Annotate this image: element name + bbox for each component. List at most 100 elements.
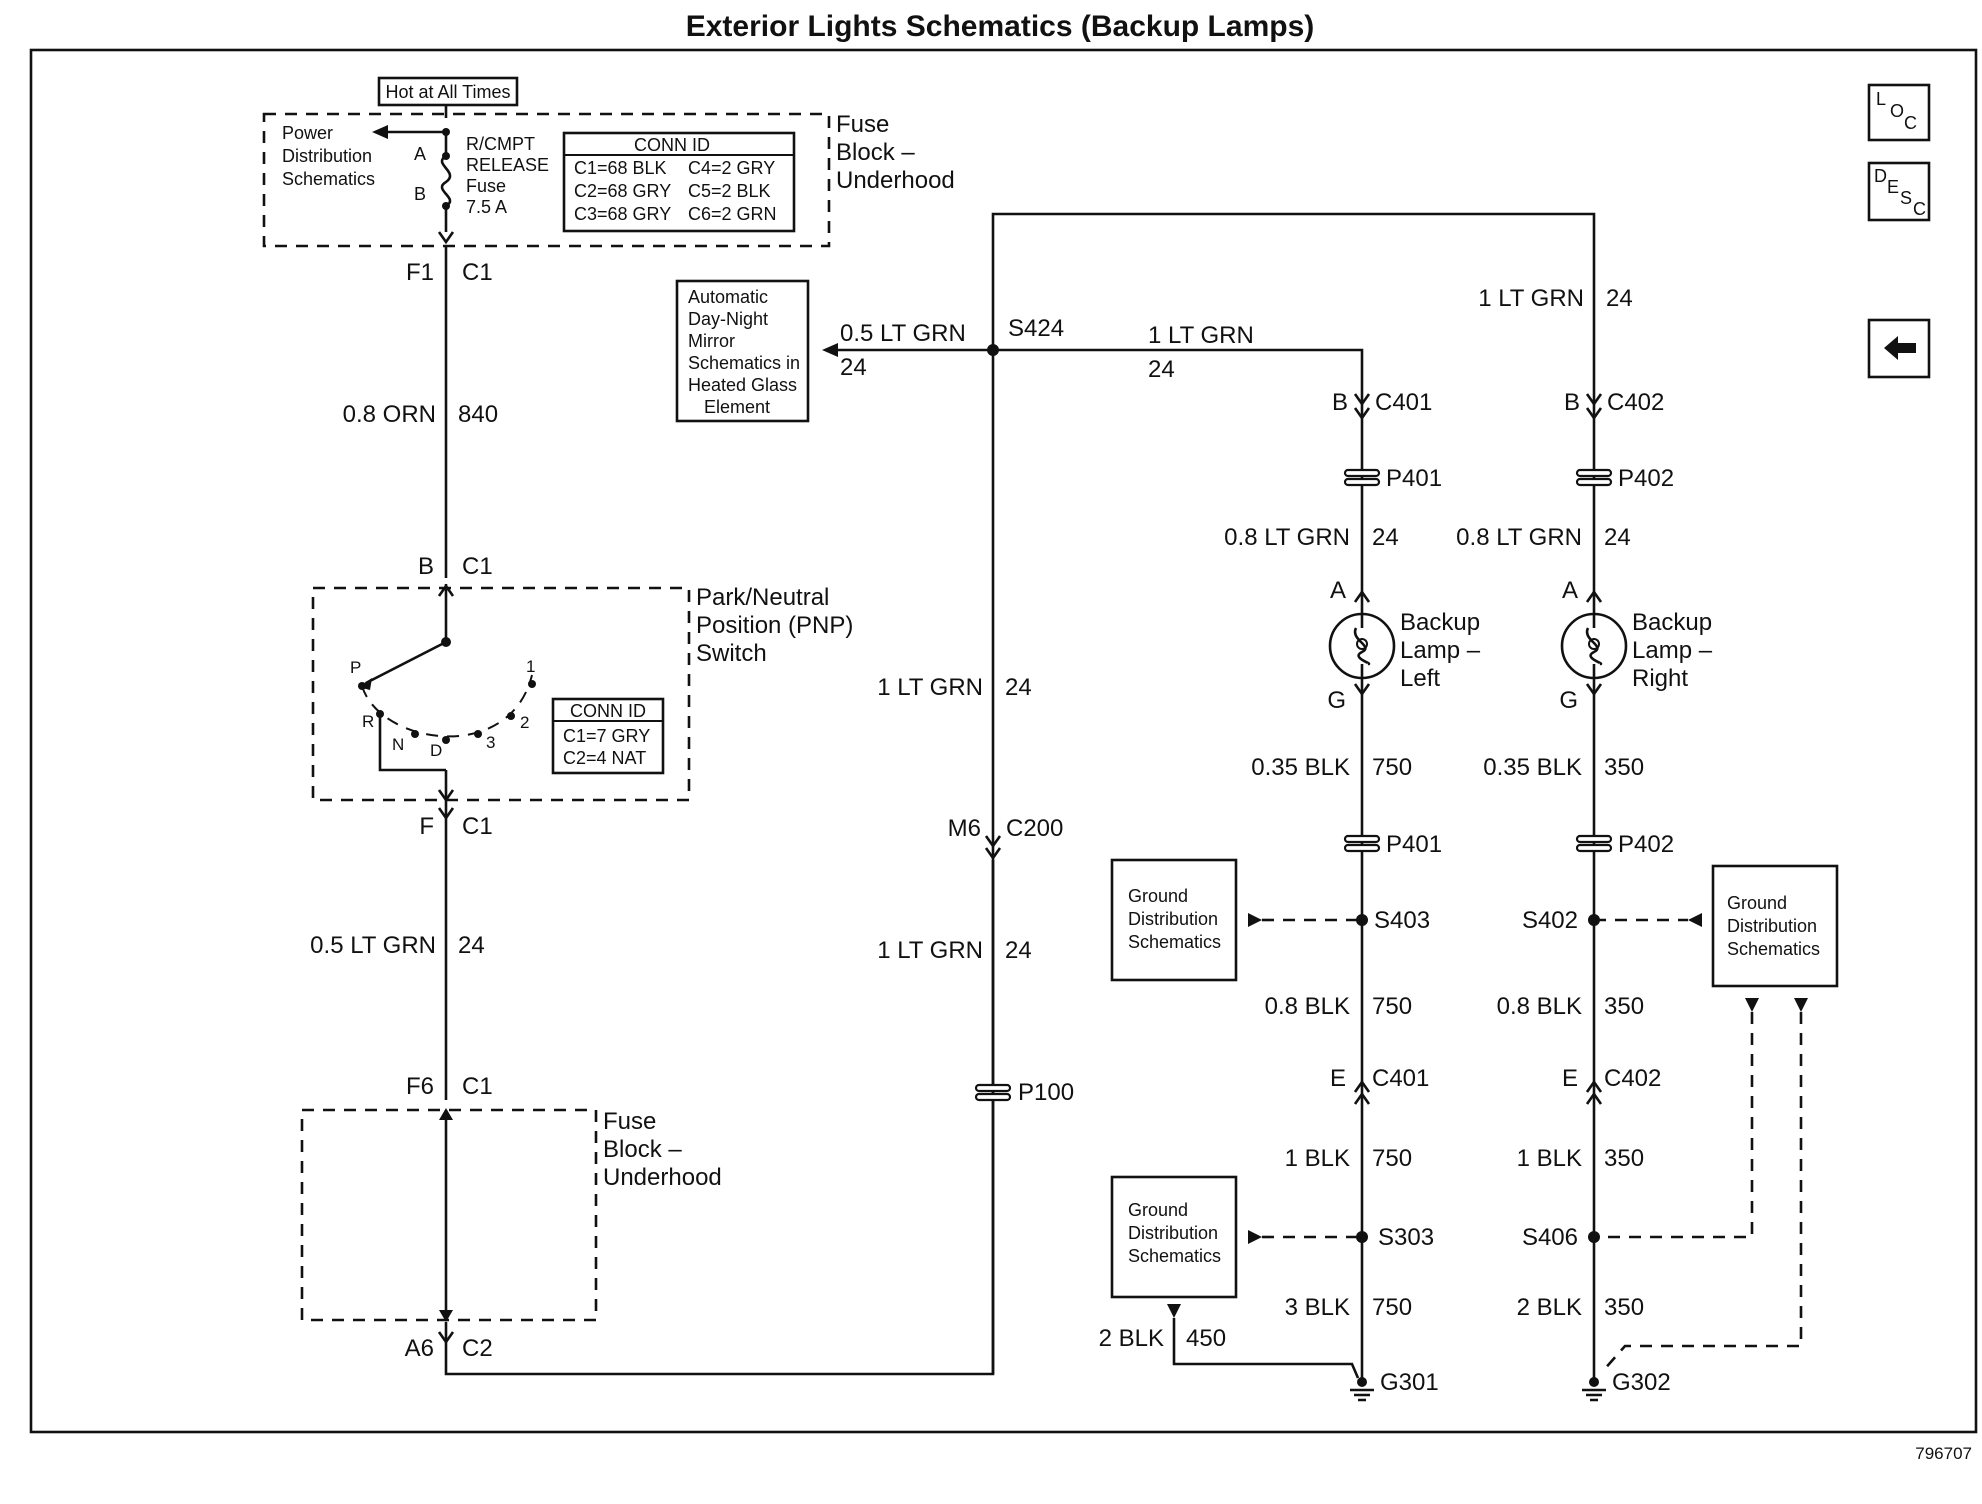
svg-text:B: B bbox=[1564, 389, 1580, 416]
svg-text:A: A bbox=[1330, 577, 1346, 604]
svg-text:0.8 LT GRN: 0.8 LT GRN bbox=[1224, 524, 1350, 551]
svg-text:750: 750 bbox=[1372, 754, 1412, 781]
svg-text:Fuse: Fuse bbox=[603, 1108, 656, 1135]
svg-text:E: E bbox=[1887, 177, 1899, 197]
svg-text:Park/Neutral: Park/Neutral bbox=[696, 584, 829, 611]
svg-text:0.35 BLK: 0.35 BLK bbox=[1251, 754, 1350, 781]
svg-text:Distribution: Distribution bbox=[282, 146, 372, 166]
svg-text:Underhood: Underhood bbox=[836, 167, 955, 194]
loc-button[interactable]: L O C bbox=[1867, 83, 1931, 142]
svg-text:A: A bbox=[1562, 577, 1578, 604]
svg-text:3: 3 bbox=[486, 733, 495, 752]
svg-text:Block –: Block – bbox=[836, 139, 915, 166]
svg-text:Hot at All Times: Hot at All Times bbox=[385, 82, 510, 102]
svg-text:C3=68 GRY: C3=68 GRY bbox=[574, 204, 671, 224]
svg-text:Power: Power bbox=[282, 123, 333, 143]
svg-text:Schematics: Schematics bbox=[1128, 1246, 1221, 1266]
svg-text:Distribution: Distribution bbox=[1727, 916, 1817, 936]
svg-text:N: N bbox=[392, 735, 404, 754]
svg-text:Schematics: Schematics bbox=[1727, 939, 1820, 959]
svg-text:7.5 A: 7.5 A bbox=[466, 197, 507, 217]
svg-text:Element: Element bbox=[704, 397, 770, 417]
arrow-left-icon bbox=[372, 125, 388, 139]
svg-text:C4=2 GRY: C4=2 GRY bbox=[688, 158, 775, 178]
svg-text:G: G bbox=[1327, 687, 1346, 714]
ground-distribution-box-1[interactable]: Ground Distribution Schematics bbox=[1110, 858, 1238, 982]
svg-text:C: C bbox=[1904, 113, 1917, 133]
desc-button[interactable]: D E S C bbox=[1867, 161, 1931, 222]
svg-text:Heated Glass: Heated Glass bbox=[688, 375, 797, 395]
svg-text:S303: S303 bbox=[1378, 1224, 1434, 1251]
svg-text:24: 24 bbox=[1005, 937, 1032, 964]
fuse-block-top-outline bbox=[262, 112, 831, 248]
svg-text:D: D bbox=[1874, 166, 1887, 186]
svg-text:C2=4 NAT: C2=4 NAT bbox=[563, 748, 646, 768]
svg-text:Fuse: Fuse bbox=[466, 176, 506, 196]
svg-text:Ground: Ground bbox=[1727, 893, 1787, 913]
svg-text:R: R bbox=[362, 712, 374, 731]
wire-450 bbox=[1172, 1318, 1360, 1379]
svg-text:C1=7 GRY: C1=7 GRY bbox=[563, 726, 650, 746]
svg-text:C: C bbox=[1913, 199, 1926, 219]
svg-text:E: E bbox=[1562, 1065, 1578, 1092]
svg-text:B: B bbox=[418, 553, 434, 580]
svg-text:S402: S402 bbox=[1522, 907, 1578, 934]
svg-text:Lamp –: Lamp – bbox=[1400, 637, 1481, 664]
svg-text:840: 840 bbox=[458, 401, 498, 428]
svg-text:S406: S406 bbox=[1522, 1224, 1578, 1251]
svg-text:O: O bbox=[1890, 101, 1904, 121]
svg-text:F: F bbox=[419, 813, 434, 840]
svg-text:750: 750 bbox=[1372, 993, 1412, 1020]
svg-text:Backup: Backup bbox=[1400, 609, 1480, 636]
svg-text:Ground: Ground bbox=[1128, 1200, 1188, 1220]
svg-text:750: 750 bbox=[1372, 1145, 1412, 1172]
svg-text:R/CMPT: R/CMPT bbox=[466, 134, 535, 154]
svg-text:450: 450 bbox=[1186, 1325, 1226, 1352]
svg-text:Schematics: Schematics bbox=[1128, 932, 1221, 952]
svg-text:1 BLK: 1 BLK bbox=[1285, 1145, 1350, 1172]
svg-text:0.8 ORN: 0.8 ORN bbox=[343, 401, 436, 428]
svg-text:S424: S424 bbox=[1008, 315, 1064, 342]
svg-text:Schematics: Schematics bbox=[282, 169, 375, 189]
svg-text:F1: F1 bbox=[406, 259, 434, 286]
svg-text:24: 24 bbox=[1005, 674, 1032, 701]
svg-text:CONN ID: CONN ID bbox=[570, 701, 646, 721]
passthrough-icon bbox=[974, 1083, 1012, 1093]
svg-text:C402: C402 bbox=[1607, 389, 1664, 416]
svg-text:3 BLK: 3 BLK bbox=[1285, 1294, 1350, 1321]
svg-text:Right: Right bbox=[1632, 665, 1688, 692]
diagram-border bbox=[29, 48, 1978, 1434]
back-arrow-icon bbox=[1884, 336, 1916, 360]
svg-text:Position (PNP): Position (PNP) bbox=[696, 612, 853, 639]
svg-text:750: 750 bbox=[1372, 1294, 1412, 1321]
svg-text:Lamp –: Lamp – bbox=[1632, 637, 1713, 664]
svg-text:Underhood: Underhood bbox=[603, 1164, 722, 1191]
svg-text:P402: P402 bbox=[1618, 465, 1674, 492]
svg-text:P402: P402 bbox=[1618, 831, 1674, 858]
svg-text:Mirror: Mirror bbox=[688, 331, 735, 351]
svg-text:Day-Night: Day-Night bbox=[688, 309, 768, 329]
svg-text:C402: C402 bbox=[1604, 1065, 1661, 1092]
page-title: Exterior Lights Schematics (Backup Lamps… bbox=[686, 10, 1315, 43]
svg-text:C200: C200 bbox=[1006, 815, 1063, 842]
svg-text:S: S bbox=[1900, 188, 1912, 208]
svg-text:B: B bbox=[414, 184, 426, 204]
back-button[interactable] bbox=[1867, 318, 1931, 379]
fuse-block-bottom-outline bbox=[300, 1108, 598, 1322]
svg-text:2 BLK: 2 BLK bbox=[1517, 1294, 1582, 1321]
svg-text:F6: F6 bbox=[406, 1073, 434, 1100]
doc-number: 796707 bbox=[1915, 1444, 1972, 1463]
svg-text:A6: A6 bbox=[405, 1335, 434, 1362]
svg-text:0.5 LT GRN: 0.5 LT GRN bbox=[310, 932, 436, 959]
mirror-schematics-box[interactable]: Automatic Day-Night Mirror Schematics in… bbox=[675, 279, 810, 423]
ground-distribution-box-2[interactable]: Ground Distribution Schematics bbox=[1110, 1175, 1238, 1299]
svg-text:C6=2 GRN: C6=2 GRN bbox=[688, 204, 777, 224]
svg-text:Backup: Backup bbox=[1632, 609, 1712, 636]
svg-text:24: 24 bbox=[458, 932, 485, 959]
svg-text:D: D bbox=[430, 741, 442, 760]
ground-distribution-box-3[interactable]: Ground Distribution Schematics bbox=[1711, 864, 1839, 988]
svg-text:P100: P100 bbox=[1018, 1079, 1074, 1106]
svg-text:0.8 LT GRN: 0.8 LT GRN bbox=[1456, 524, 1582, 551]
svg-text:Automatic: Automatic bbox=[688, 287, 768, 307]
